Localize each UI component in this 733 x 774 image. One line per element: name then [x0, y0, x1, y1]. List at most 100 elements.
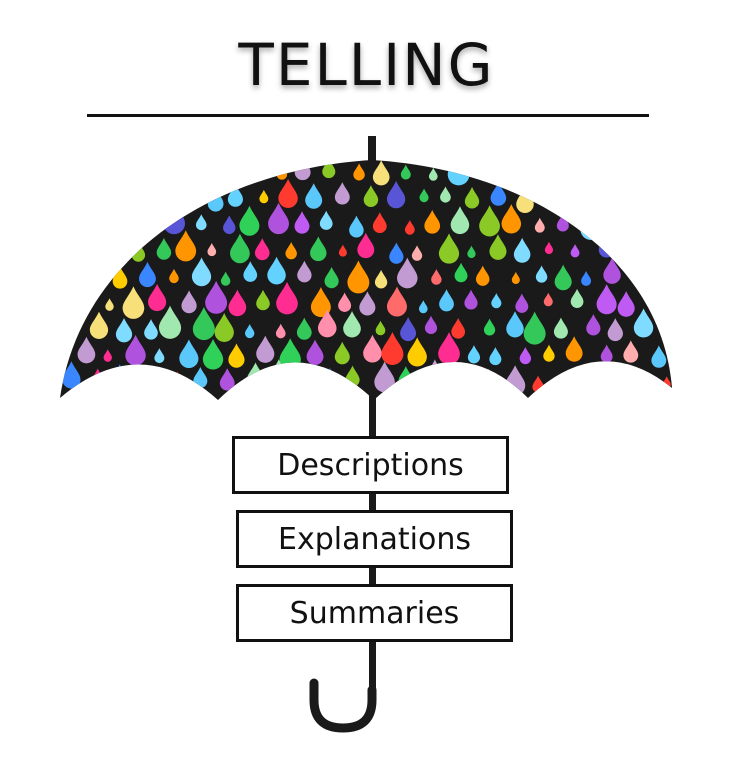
raindrop-icon [144, 319, 158, 340]
raindrop-icon [268, 202, 289, 235]
raindrop-icon [294, 160, 311, 181]
raindrop-icon [428, 167, 438, 181]
raindrop-icon [158, 305, 182, 339]
raindrop-icon [349, 215, 364, 238]
raindrop-icon [451, 317, 466, 339]
raindrop-icon [570, 288, 584, 309]
raindrop-icon [259, 189, 269, 204]
raindrop-icon [556, 213, 569, 232]
raindrop-icon [62, 311, 80, 338]
raindrop-icon [571, 188, 587, 211]
raindrop-icon [560, 369, 575, 392]
raindrop-icon [285, 242, 297, 260]
raindrop-icon [74, 233, 95, 264]
raindrop-icon [600, 344, 613, 363]
raindrop-icon [570, 244, 580, 258]
raindrop-icon [122, 286, 145, 319]
raindrop-icon [645, 185, 663, 212]
page-title: TELLING [238, 31, 495, 99]
raindrop-icon [534, 165, 547, 184]
raindrop-icon [610, 212, 623, 231]
raindrop-icon [639, 160, 652, 177]
raindrop-icon [267, 256, 286, 285]
raindrop-icon [513, 237, 531, 263]
raindrop-icon [363, 185, 379, 207]
raindrop-icon [162, 160, 181, 185]
raindrop-icon [631, 203, 654, 237]
raindrop-icon [296, 317, 312, 340]
raindrop-icon [318, 309, 337, 338]
raindrop-icon [648, 240, 659, 255]
raindrop-icon [598, 234, 615, 258]
raindrop-icon [431, 269, 442, 285]
raindrop-icon [228, 343, 245, 368]
raindrop-icon [603, 257, 621, 284]
umbrella-handle [309, 678, 377, 733]
descriptions-text: Descriptions [277, 447, 464, 483]
raindrop-icon [481, 160, 496, 182]
raindrop-icon [112, 364, 128, 388]
raindrop-icon [439, 289, 454, 312]
raindrop-icon [207, 188, 224, 212]
raindrop-icon [343, 310, 361, 338]
raindrop-icon [141, 369, 153, 387]
raindrop-icon [467, 245, 476, 259]
raindrop-icon [245, 162, 260, 184]
raindrop-icon [581, 271, 592, 286]
raindrop-icon [155, 181, 173, 208]
raindrop-icon [319, 210, 333, 230]
raindrop-icon [310, 236, 327, 262]
raindrop-icon [239, 205, 260, 236]
raindrop-icon [294, 211, 310, 234]
raindrop-icon [181, 290, 197, 314]
raindrop-icon [633, 308, 654, 338]
raindrop-icon [128, 194, 137, 207]
raindrop-icon [598, 186, 615, 211]
raindrop-icon [440, 186, 451, 203]
raindrop-icon [374, 269, 388, 289]
raindrop-icon [61, 214, 78, 238]
raindrop-icon [103, 349, 112, 362]
raindrop-icon [154, 348, 165, 364]
raindrop-icon [479, 205, 500, 237]
raindrop-icon [411, 245, 423, 261]
raindrop-icon [163, 201, 186, 235]
raindrop-icon [338, 292, 352, 312]
raindrop-icon [554, 264, 572, 291]
raindrop-icon [489, 347, 502, 366]
raindrop-icon [464, 186, 480, 209]
raindrop-icon [580, 208, 602, 240]
raindrop-icon [338, 244, 347, 257]
raindrop-icon [617, 291, 635, 317]
raindrop-icon [386, 286, 407, 317]
raindrop-icon [223, 215, 236, 234]
descriptions-label: Descriptions [232, 436, 509, 494]
raindrop-icon [516, 186, 534, 214]
raindrop-icon [578, 160, 595, 182]
raindrop-icon [386, 180, 406, 209]
raindrop-icon [112, 266, 128, 289]
raindrop-icon [66, 266, 79, 285]
raindrop-icon [256, 289, 270, 311]
raindrop-icon [230, 233, 250, 264]
raindrop-icon [99, 232, 117, 259]
raindrop-icon [214, 312, 234, 342]
raindrop-icon [175, 230, 197, 262]
raindrop-icon [491, 293, 502, 309]
raindrop-icon [243, 261, 258, 282]
raindrop-icon [220, 271, 231, 286]
raindrop-icon [607, 318, 623, 342]
raindrop-icon [195, 214, 207, 231]
raindrop-icon [419, 188, 429, 203]
raindrop-icon [115, 317, 133, 343]
raindrop-icon [623, 340, 639, 363]
raindrop-icon [89, 311, 109, 339]
raindrop-icon [424, 315, 438, 335]
raindrop-icon [596, 284, 617, 315]
raindrop-icon [489, 234, 507, 260]
raindrop-icon [424, 210, 441, 234]
raindrop-icon [501, 204, 522, 234]
raindrop-icon [78, 187, 94, 209]
raindrop-icon [450, 206, 470, 235]
raindrop-icon [178, 187, 189, 203]
